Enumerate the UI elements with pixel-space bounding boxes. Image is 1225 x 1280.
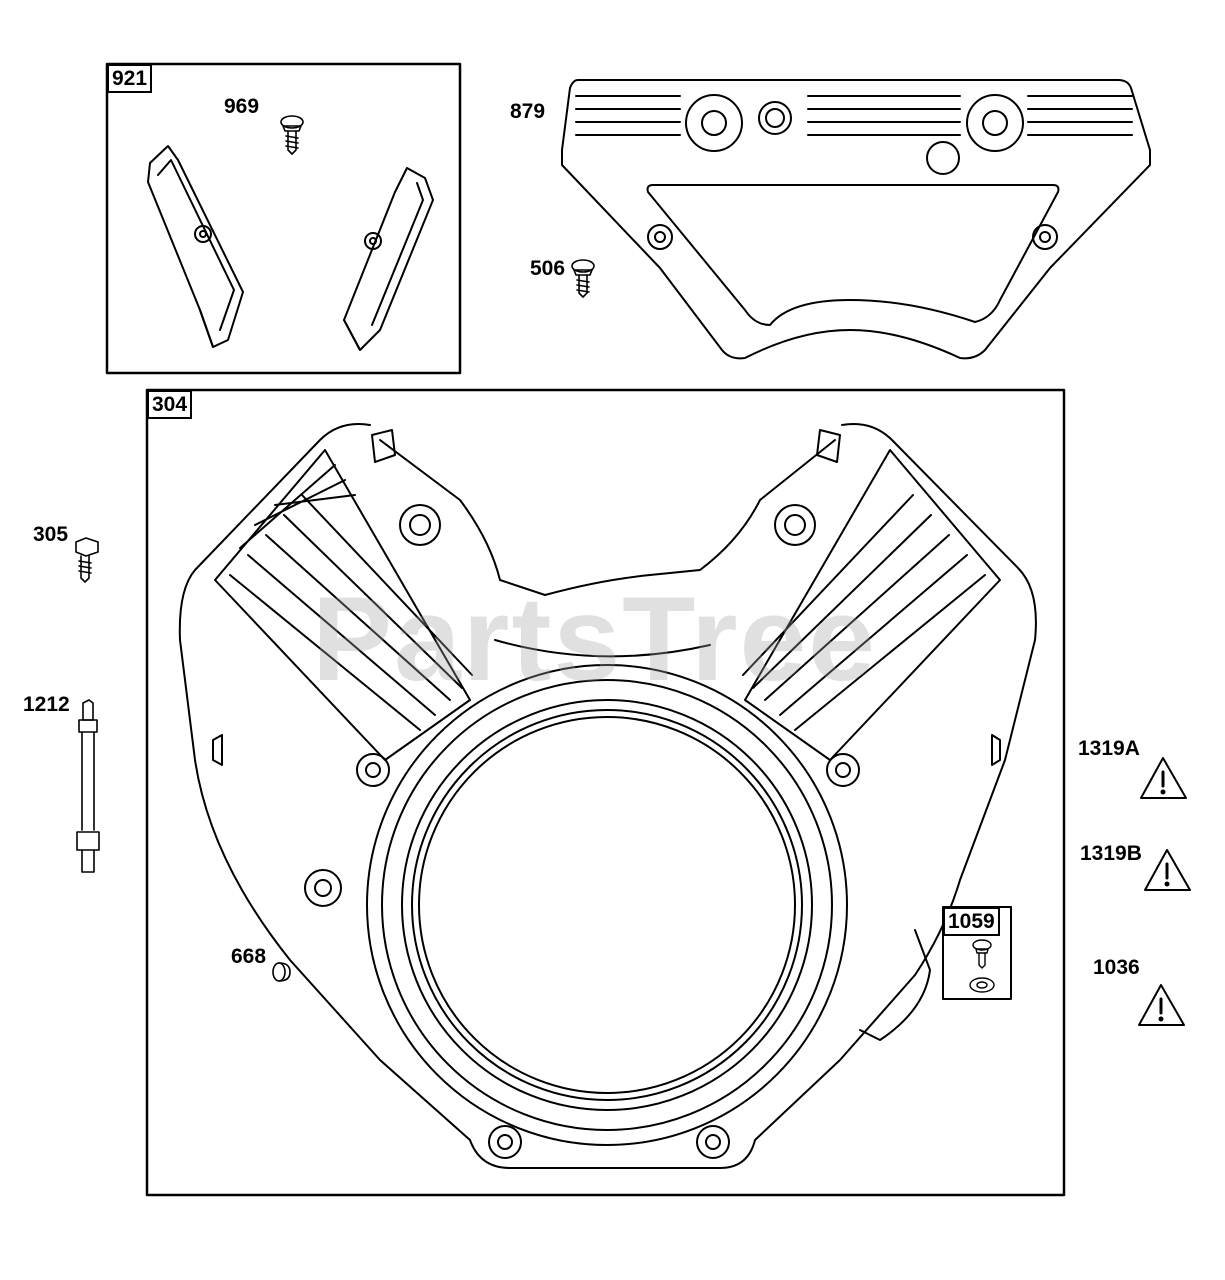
part-label-1212: 1212 bbox=[23, 693, 70, 716]
screw-1059 bbox=[969, 939, 995, 993]
cover-879 bbox=[561, 79, 1151, 360]
part-label-668: 668 bbox=[231, 945, 267, 968]
group-label-1059: 1059 bbox=[943, 907, 1000, 936]
deflector-left bbox=[147, 145, 244, 348]
part-label-1319B: 1319B bbox=[1080, 842, 1142, 865]
part-label-1319A: 1319A bbox=[1078, 737, 1140, 760]
group-label-304: 304 bbox=[147, 390, 193, 419]
bolt-305 bbox=[75, 537, 99, 583]
stud-1212 bbox=[76, 699, 100, 873]
screw-969 bbox=[280, 115, 304, 155]
group-box-304 bbox=[145, 388, 1066, 1197]
group-label-921: 921 bbox=[107, 64, 153, 93]
group-box-921 bbox=[105, 62, 462, 375]
screw-506 bbox=[571, 259, 595, 298]
watermark: PartsTree bbox=[312, 572, 878, 706]
blower-housing-304 bbox=[178, 423, 1037, 1169]
part-label-1036: 1036 bbox=[1093, 956, 1140, 979]
part-label-506: 506 bbox=[530, 257, 566, 280]
part-label-305: 305 bbox=[33, 523, 69, 546]
part-label-879: 879 bbox=[510, 100, 546, 123]
deflector-right bbox=[343, 167, 434, 351]
part-label-969: 969 bbox=[224, 95, 260, 118]
plug-668 bbox=[272, 962, 291, 982]
warning-triangle-icon bbox=[1144, 849, 1191, 891]
warning-triangle-icon bbox=[1140, 757, 1187, 799]
warning-triangle-icon bbox=[1138, 984, 1185, 1026]
